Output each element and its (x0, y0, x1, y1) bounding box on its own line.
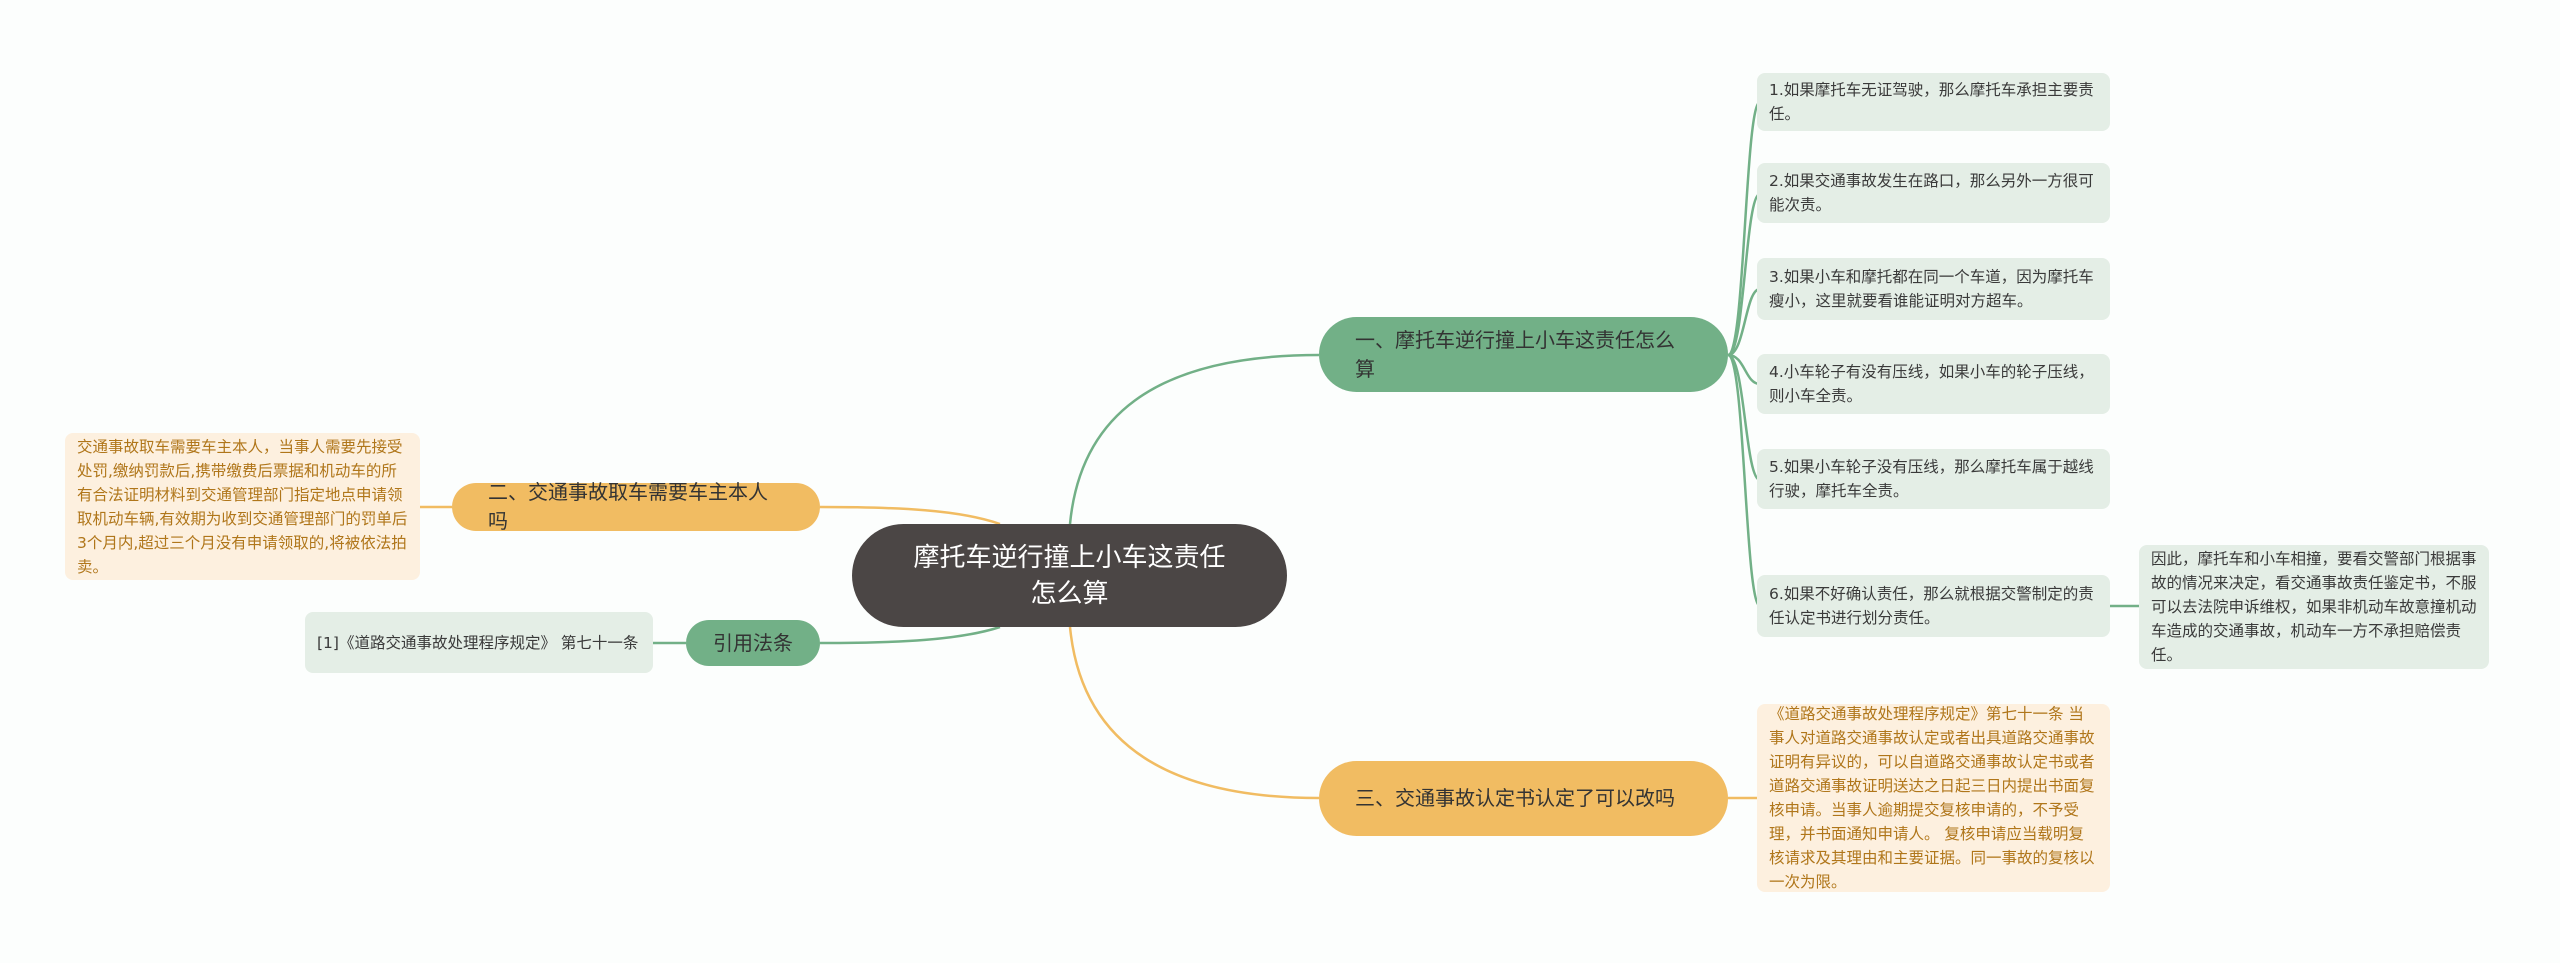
central-topic-label: 摩托车逆行撞上小车这责任怎么算 (913, 542, 1226, 609)
branch-label: 二、交通事故取车需要车主本人吗 (488, 480, 768, 533)
leaf-citation[interactable]: [1]《道路交通事故处理程序规定》 第七十一条 (305, 612, 653, 673)
branch-label: 一、摩托车逆行撞上小车这责任怎么算 (1355, 327, 1675, 381)
leaf-item-6-detail[interactable]: 因此，摩托车和小车相撞，要看交警部门根据事故的情况来决定，看交通事故责任鉴定书，… (2139, 545, 2489, 669)
leaf-text: 《道路交通事故处理程序规定》第七十一条 当事人对道路交通事故认定或者出具道路交通… (1769, 705, 2095, 891)
leaf-text: [1]《道路交通事故处理程序规定》 第七十一条 (317, 633, 639, 652)
leaf-item-5[interactable]: 5.如果小车轮子没有压线，那么摩托车属于越线行驶，摩托车全责。 (1757, 449, 2110, 509)
leaf-text: 3.如果小车和摩托都在同一个车道，因为摩托车瘦小，这里就要看谁能证明对方超车。 (1769, 268, 2094, 310)
branch-responsibility[interactable]: 一、摩托车逆行撞上小车这责任怎么算 (1319, 317, 1728, 392)
leaf-item-1[interactable]: 1.如果摩托车无证驾驶，那么摩托车承担主要责任。 (1757, 73, 2110, 131)
leaf-text: 5.如果小车轮子没有压线，那么摩托车属于越线行驶，摩托车全责。 (1769, 458, 2094, 500)
leaf-pickup-detail[interactable]: 交通事故取车需要车主本人，当事人需要先接受处罚,缴纳罚款后,携带缴费后票据和机动… (65, 433, 420, 580)
branch-accident-certificate[interactable]: 三、交通事故认定书认定了可以改吗 (1319, 761, 1728, 836)
leaf-text: 交通事故取车需要车主本人，当事人需要先接受处罚,缴纳罚款后,携带缴费后票据和机动… (77, 437, 408, 576)
link-b1-leaf2 (1727, 192, 1762, 357)
leaf-item-6[interactable]: 6.如果不好确认责任，那么就根据交警制定的责任认定书进行划分责任。 (1757, 575, 2110, 637)
leaf-text: 2.如果交通事故发生在路口，那么另外一方很可能次责。 (1769, 172, 2094, 214)
branch-label: 三、交通事故认定书认定了可以改吗 (1355, 786, 1675, 810)
branch-cited-law[interactable]: 引用法条 (686, 620, 820, 666)
leaf-item-3[interactable]: 3.如果小车和摩托都在同一个车道，因为摩托车瘦小，这里就要看谁能证明对方超车。 (1757, 258, 2110, 320)
link-center-b1 (1068, 353, 1320, 525)
leaf-item-2[interactable]: 2.如果交通事故发生在路口，那么另外一方很可能次责。 (1757, 163, 2110, 223)
link-b1-leaf5 (1727, 353, 1761, 482)
branch-label: 引用法条 (713, 630, 793, 655)
leaf-item-4[interactable]: 4.小车轮子有没有压线，如果小车的轮子压线，则小车全责。 (1757, 354, 2110, 414)
link-center-b2 (819, 505, 1001, 526)
link-center-cite (819, 625, 1001, 645)
branch-pickup-car[interactable]: 二、交通事故取车需要车主本人吗 (452, 480, 820, 533)
link-center-b3 (1068, 626, 1320, 800)
link-b1-leaf1 (1726, 100, 1762, 357)
leaf-text: 4.小车轮子有没有压线，如果小车的轮子压线，则小车全责。 (1769, 363, 2094, 405)
link-b1-leaf6 (1726, 353, 1762, 608)
central-topic[interactable]: 摩托车逆行撞上小车这责任怎么算 (852, 524, 1287, 627)
leaf-certificate-detail[interactable]: 《道路交通事故处理程序规定》第七十一条 当事人对道路交通事故认定或者出具道路交通… (1757, 704, 2110, 892)
leaf-text: 因此，摩托车和小车相撞，要看交警部门根据事故的情况来决定，看交通事故责任鉴定书，… (2151, 550, 2477, 664)
leaf-text: 6.如果不好确认责任，那么就根据交警制定的责任认定书进行划分责任。 (1769, 585, 2094, 627)
leaf-text: 1.如果摩托车无证驾驶，那么摩托车承担主要责任。 (1769, 81, 2094, 123)
link-b1-leaf3 (1727, 287, 1761, 357)
